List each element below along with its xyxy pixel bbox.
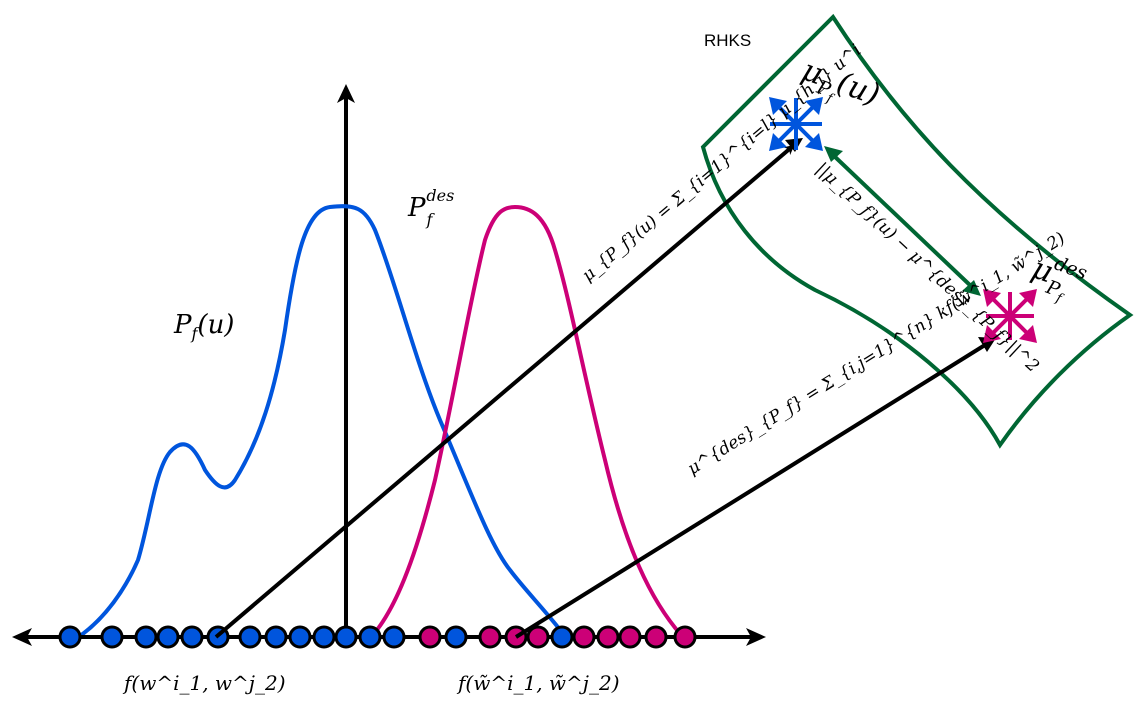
sample-point-blue: [180, 625, 204, 649]
pf-label: Pf(u): [173, 310, 234, 343]
sample-point-magenta: [526, 625, 550, 649]
sample-point-magenta: [644, 625, 668, 649]
pf-des-label: Pfdes: [407, 186, 454, 229]
sample-point-blue: [444, 625, 468, 649]
sample-point-magenta: [478, 625, 502, 649]
sample-point-blue: [264, 625, 288, 649]
rhks-manifold: [700, 13, 1134, 449]
sample-point-blue: [358, 625, 382, 649]
sample-point-blue: [288, 625, 312, 649]
sample-point-blue: [156, 625, 180, 649]
mu-pf-cross-heads: [769, 97, 823, 151]
distance-arrow: [830, 152, 975, 290]
sample-point-blue: [312, 625, 336, 649]
rhks-label: RHKS: [704, 31, 751, 50]
sample-point-blue: [550, 625, 574, 649]
sample-point-magenta: [673, 625, 697, 649]
y-axis-arrowhead: [337, 84, 355, 103]
mu-pf-des-cross-heads: [983, 289, 1037, 343]
distance-arrow-head-bottom: [962, 280, 981, 296]
sample-point-blue: [100, 625, 124, 649]
x-axis-left-arrowhead: [12, 628, 32, 646]
sample-point-blue: [238, 625, 262, 649]
sample-point-magenta: [596, 625, 620, 649]
sample-points: [58, 625, 697, 649]
pf-curve: [78, 204, 567, 638]
sample-point-magenta: [418, 625, 442, 649]
sample-point-blue: [382, 625, 406, 649]
map-arrow-pf: [214, 144, 795, 639]
map-arrow-pf-des: [514, 343, 987, 639]
x-axis-right-arrowhead: [746, 628, 766, 646]
pf-des-curve: [370, 204, 684, 638]
mu-pf-des-cross-icon: [986, 292, 1034, 340]
sample-point-blue: [334, 625, 358, 649]
mu-pf-cross-icon: [770, 98, 822, 150]
sample-point-blue: [58, 625, 82, 649]
x-label-right: f(w̃^i_1, w̃^j_2): [456, 671, 620, 695]
x-label-left: f(w^i_1, w^j_2): [122, 671, 286, 695]
distance-arrow-head-top: [824, 146, 843, 162]
sample-point-blue: [134, 625, 158, 649]
sample-point-magenta: [618, 625, 642, 649]
sample-point-magenta: [572, 625, 596, 649]
